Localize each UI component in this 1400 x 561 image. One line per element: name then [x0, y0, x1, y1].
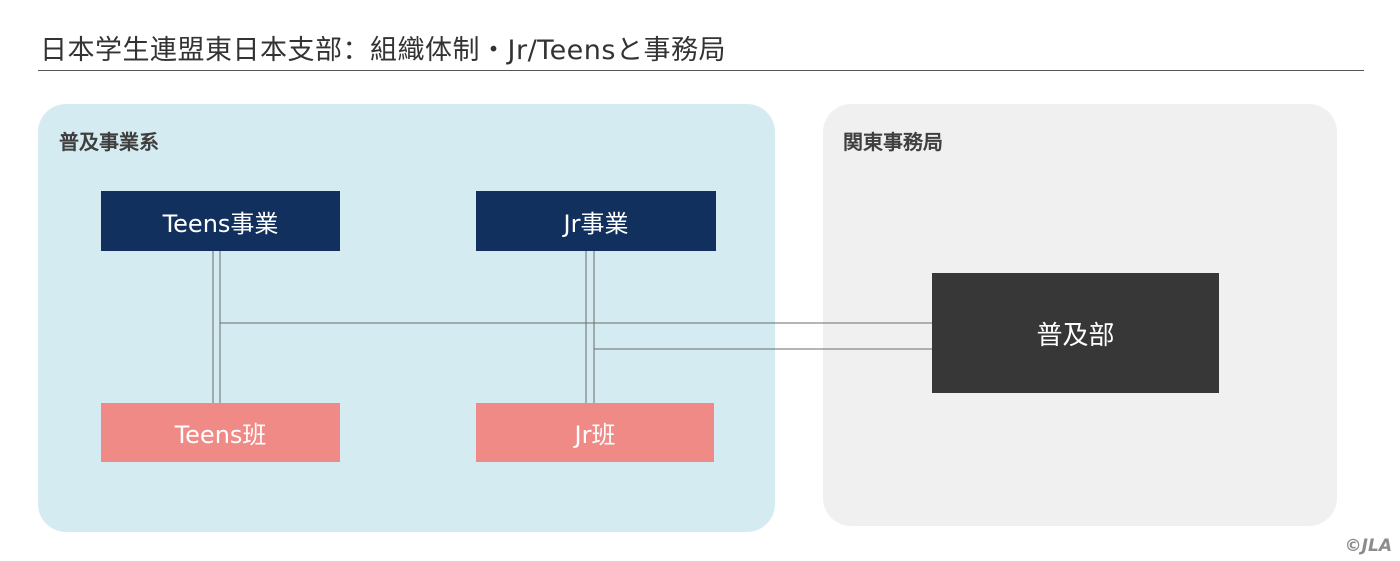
jr-han-box: Jr班 — [476, 403, 714, 462]
page-title: 日本学生連盟東日本支部：組織体制・Jr/Teensと事務局 — [40, 35, 726, 66]
jr-jigyo-label: Jr事業 — [563, 209, 629, 238]
copyright-symbol: © — [1344, 536, 1362, 556]
kanto-jimukyoku-panel-title: 関東事務局 — [843, 130, 943, 154]
fukyu-bu-label: 普及部 — [1036, 320, 1115, 351]
copyright-text: JLA — [1361, 536, 1392, 556]
teens-jigyo-label: Teens事業 — [162, 209, 279, 238]
title-divider — [38, 70, 1364, 71]
jr-han-label: Jr班 — [574, 421, 616, 449]
fukyu-jigyo-panel-title: 普及事業系 — [59, 130, 159, 154]
fukyu-bu-box: 普及部 — [932, 273, 1219, 393]
teens-han-box: Teens班 — [101, 403, 340, 462]
copyright-mark: ©JLA — [1345, 536, 1392, 556]
teens-han-label: Teens班 — [174, 421, 267, 449]
jr-jigyo-box: Jr事業 — [476, 191, 716, 251]
teens-jigyo-box: Teens事業 — [101, 191, 340, 251]
